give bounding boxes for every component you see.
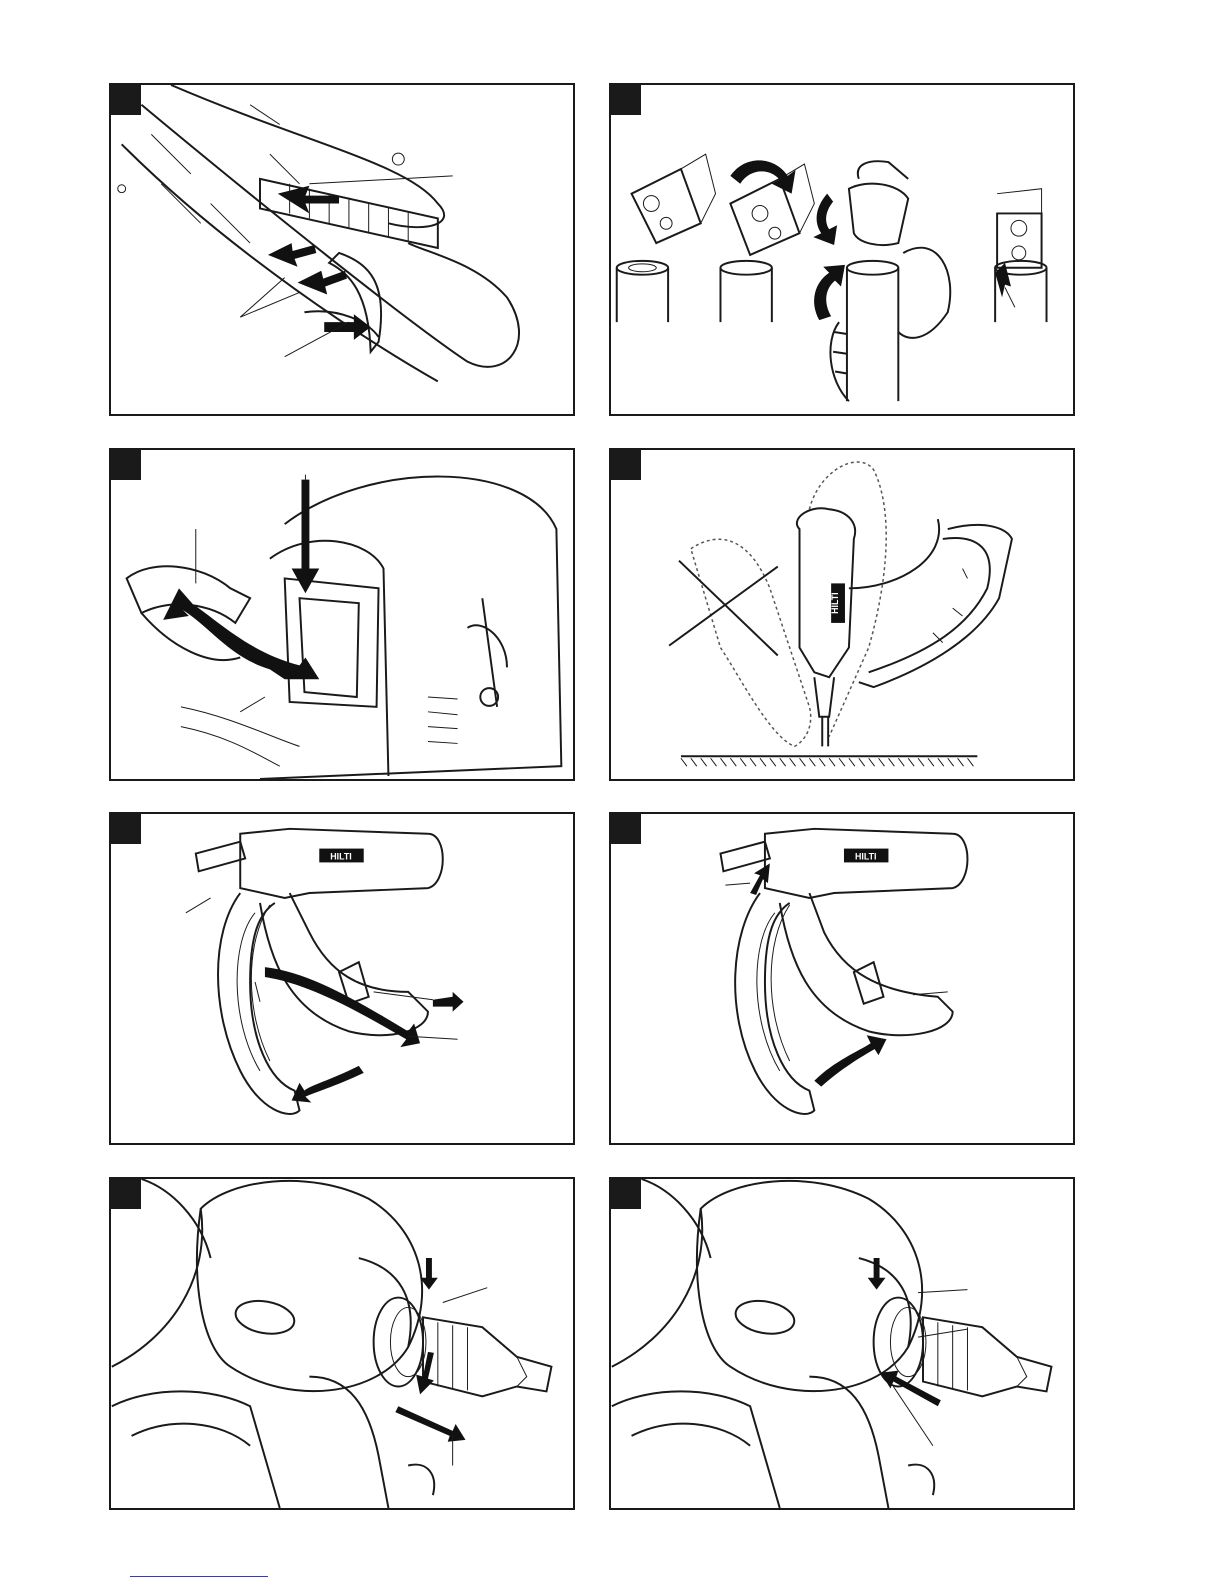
nosepiece-installation-illustration (611, 1179, 1073, 1508)
figure-2-panel (609, 83, 1075, 416)
gas-can-adapter-illustration (611, 85, 1073, 414)
figure-5-panel: HILTI (109, 812, 575, 1145)
figure-6-panel: HILTI (609, 812, 1075, 1145)
figure-1-panel (109, 83, 575, 416)
figure-7-panel (109, 1177, 575, 1510)
footer-link-underline (130, 1576, 268, 1577)
hilti-logo-text: HILTI (330, 851, 352, 861)
figure-8-panel (609, 1177, 1075, 1510)
magazine-close-illustration: HILTI (611, 814, 1073, 1143)
battery-latch-illustration (111, 450, 573, 779)
hilti-logo-text: HILTI (830, 592, 840, 614)
hilti-logo-text: HILTI (855, 851, 877, 861)
magazine-open-illustration: HILTI (111, 814, 573, 1143)
tool-orientation-illustration: HILTI (611, 450, 1073, 779)
magazine-insertion-illustration (111, 85, 573, 414)
figure-3-panel (109, 448, 575, 781)
nosepiece-removal-illustration (111, 1179, 573, 1508)
figure-4-panel: HILTI (609, 448, 1075, 781)
